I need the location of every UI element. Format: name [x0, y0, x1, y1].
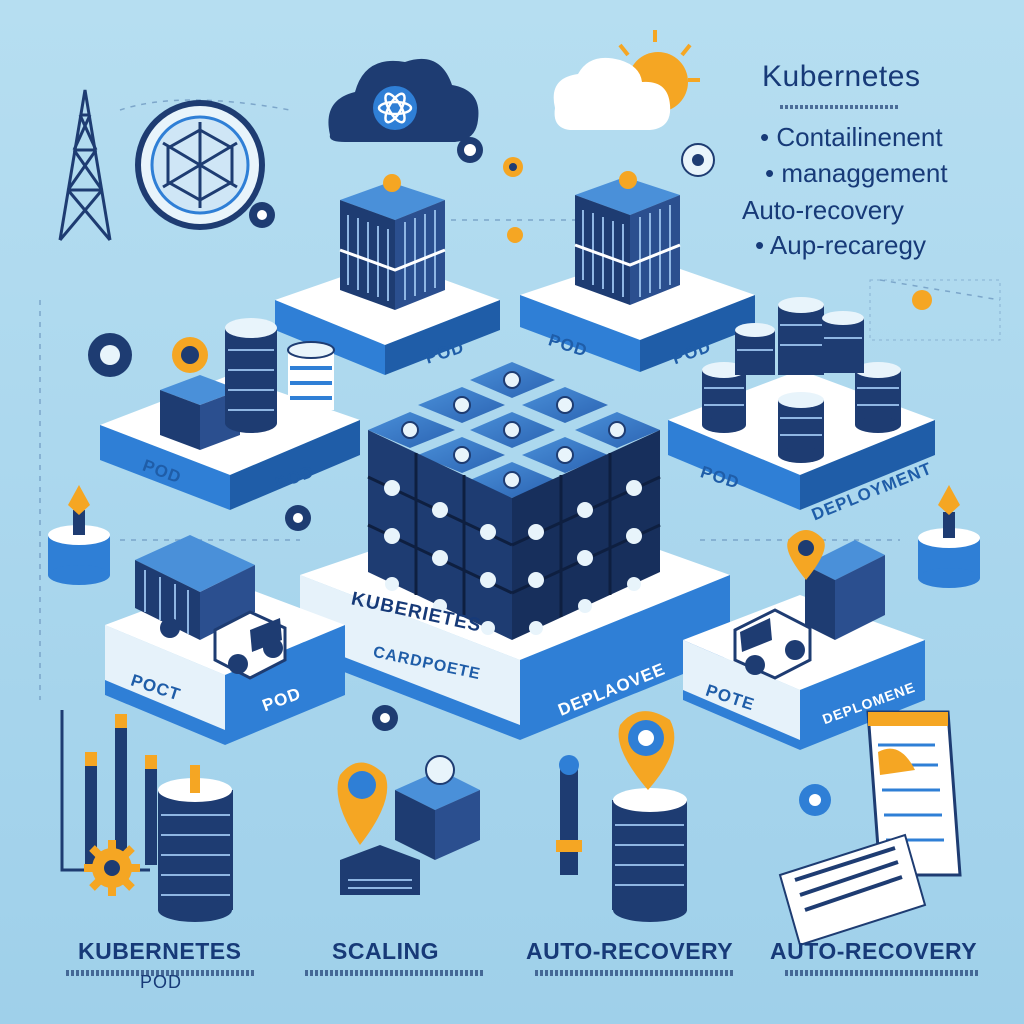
sun-cloud-icon	[553, 30, 700, 130]
pod-platform-top-left	[275, 174, 500, 375]
bullet-item: • managgement	[765, 158, 948, 188]
antenna-tower-icon	[58, 89, 112, 241]
truck-icon	[135, 535, 287, 680]
bullet-item: • Contailinenent	[760, 122, 943, 152]
location-cylinder-left-icon	[48, 485, 110, 585]
caption-subtext	[66, 970, 256, 976]
truck-location-icon	[733, 530, 885, 680]
caption-scaling: SCALING	[332, 938, 439, 964]
pod-platform-top-right	[520, 171, 755, 372]
caption-auto-recovery-2: AUTO-RECOVERY	[770, 938, 978, 964]
kubernetes-wheel-icon	[135, 100, 265, 230]
caption-subtext	[305, 970, 485, 976]
header-subtext	[780, 105, 900, 109]
bullet-item: • Aup-recaregy	[755, 230, 926, 260]
gear-icon	[84, 840, 140, 896]
caption-subtext	[785, 970, 980, 976]
auto-recovery-icon	[556, 711, 687, 922]
pod-platform-mid-left	[100, 318, 360, 510]
caption-pod-subtitle: POD	[140, 972, 183, 992]
header-title: Kubernetes	[762, 60, 921, 93]
container-cube-cluster	[367, 362, 661, 640]
caption-kubernetes: KUBERNETES	[78, 938, 242, 964]
location-pin-scaling-icon	[337, 755, 480, 895]
document-report-icon	[778, 710, 962, 947]
cloud-atom-icon	[328, 58, 479, 142]
bullet-item: Auto-recovery	[742, 195, 904, 225]
database-icon	[158, 765, 233, 922]
small-gear-icon	[88, 137, 932, 816]
caption-auto-recovery: AUTO-RECOVERY	[526, 938, 734, 964]
database-stack-icon	[702, 297, 901, 463]
caption-subtext	[535, 970, 735, 976]
deployment-platform-mid-right	[668, 297, 935, 510]
location-cylinder-right-icon	[918, 485, 980, 588]
